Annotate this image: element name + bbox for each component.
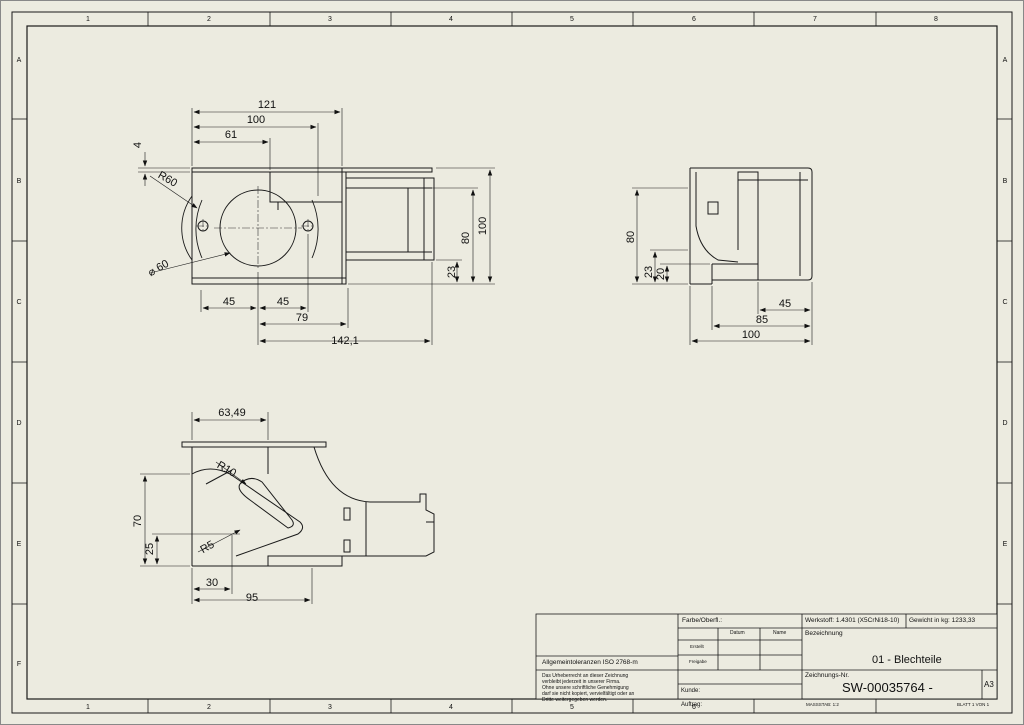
col-label-5-bottom: 5 [570,704,574,711]
col-label-4: 4 [449,16,453,23]
dim-85-side: 85 [756,314,768,326]
bottom-view-dimensions [140,412,313,604]
dim-100-top: 100 [247,114,265,126]
dim-80-side: 80 [625,231,637,243]
row-label-b: B [17,178,22,185]
col-label-2-bottom: 2 [207,704,211,711]
col-label-5: 5 [570,16,574,23]
col-label-3: 3 [328,16,332,23]
dim-45-left: 45 [223,296,235,308]
front-view-centerlines [196,186,315,270]
dim-95: 95 [246,592,258,604]
drawing-number-value: SW-00035764 - [842,680,933,695]
dim-142-1: 142,1 [331,335,359,347]
dim-61: 61 [225,129,237,141]
dim-25: 25 [144,543,156,555]
row-label-f: F [17,661,21,668]
material-field: Werkstoff: 1.4301 (X5CrNi18-10) [805,617,900,624]
col-label-8: 8 [934,16,938,23]
surface-finish-label: Farbe/Oberfl.: [682,617,723,624]
front-view-dimensions [138,108,495,345]
col-label-3-bottom: 3 [328,704,332,711]
row-label-c-right: C [1002,299,1007,306]
sheet-number-field: BLATT 1 VON 1 [957,702,990,707]
col-label-6-bottom: 6 [692,704,696,711]
dim-121: 121 [258,99,276,111]
row-label-a-right: A [1003,57,1008,64]
dim-30: 30 [206,577,218,589]
col-label-4-bottom: 4 [449,704,453,711]
copyright-line-2: verbleibt jederzeit in unserer Firma. [542,679,621,685]
col-label-6: 6 [692,16,696,23]
dim-79: 79 [296,312,308,324]
side-view-dimensions [632,187,813,345]
zone-ticks [12,12,1012,713]
row-label-a: A [17,57,22,64]
col-label-7: 7 [813,16,817,23]
copyright-line-5: Dritte weitergegeben werden. [542,697,608,703]
row-label-c: C [16,299,21,306]
dim-80-front: 80 [460,232,472,244]
created-row-label: Erstellt [690,644,704,649]
dim-63-49: 63,49 [218,407,246,419]
row-label-e: E [17,541,22,548]
date-column-label: Datum [730,630,745,636]
copyright-line-3: Ohne unsere schriftliche Genehmigung [542,685,629,691]
copyright-line-1: Das Urheberrecht an dieser Zeichnung [542,673,629,679]
row-label-d-right: D [1002,420,1007,427]
side-view [689,167,813,285]
dim-45-side: 45 [779,298,791,310]
name-column-label: Name [773,630,787,636]
row-label-e-right: E [1003,541,1008,548]
dim-23-front: 23 [446,266,458,278]
dim-23-side: 23 [643,266,655,278]
scale-field: MASSSTAB: 1:2 [806,702,839,707]
weight-field: Gewicht in kg: 1233,33 [909,617,976,624]
dim-70: 70 [132,515,144,527]
dim-20-side: 20 [655,268,667,280]
dim-100-right: 100 [477,217,489,235]
designation-value: 01 - Blechteile [872,654,942,666]
col-label-2: 2 [207,16,211,23]
dim-45-mid: 45 [277,296,289,308]
designation-label: Bezeichnung [805,630,843,637]
general-tolerances: Allgemeintoleranzen ISO 2768-m [542,659,638,666]
sheet-format: A3 [984,680,994,689]
copyright-line-4: darf sie nicht kopiert, vervielfältigt o… [542,691,635,697]
dim-100-side: 100 [742,329,760,341]
row-label-b-right: B [1003,178,1008,185]
drawing-number-label: Zeichnungs-Nr. [805,672,850,679]
col-label-1-bottom: 1 [86,704,90,711]
side-view-dimension-text: 80 23 20 45 85 100 [625,231,791,341]
col-label-1: 1 [86,16,90,23]
bottom-view [181,441,435,567]
dim-4: 4 [132,142,144,148]
row-label-d: D [16,420,21,427]
front-view [181,167,435,285]
approval-row-label: Freigabe [689,659,707,664]
title-block-grid [535,613,998,700]
order-label: Auftrag: [681,702,703,708]
zone-labels: 1 2 3 4 5 6 7 8 1 2 3 4 5 6 A B C D E F … [16,16,1007,711]
customer-label: Kunde: [681,688,701,694]
